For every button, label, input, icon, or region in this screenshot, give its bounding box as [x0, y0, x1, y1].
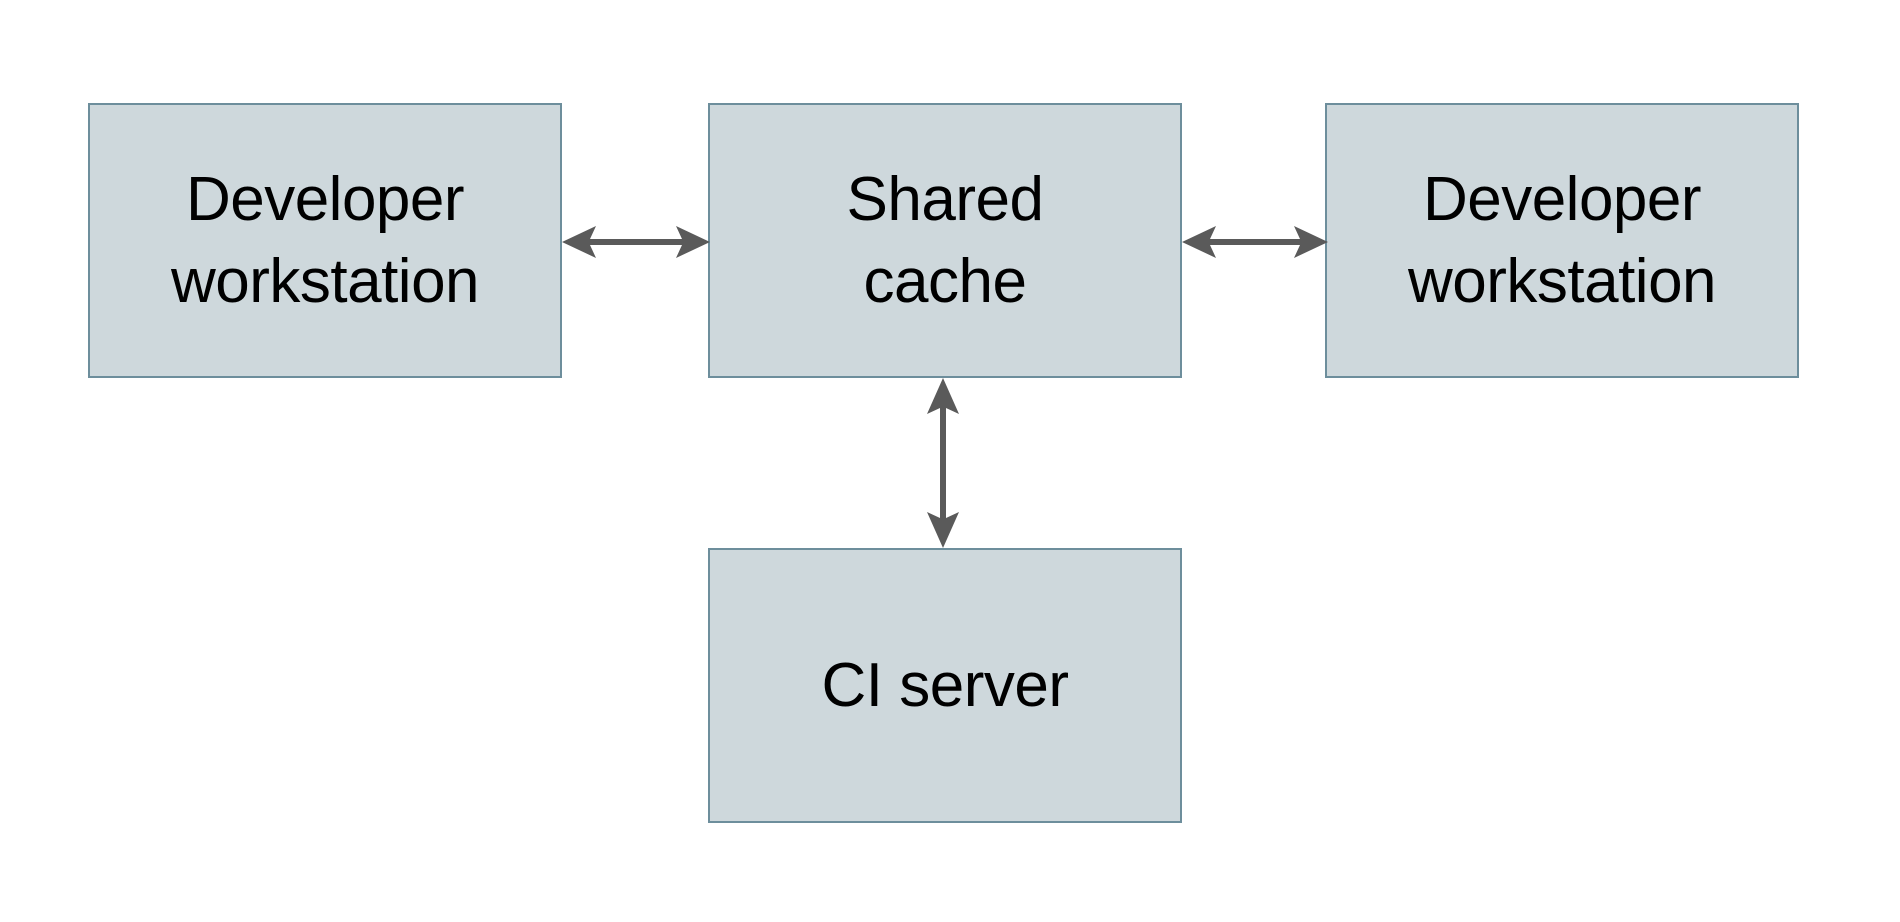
node-label: Developer workstation	[1407, 164, 1717, 316]
node-shared-cache[interactable]: Shared cache	[708, 103, 1182, 378]
node-ci-server[interactable]: CI server	[708, 548, 1182, 823]
node-label: CI server	[821, 650, 1069, 720]
connector-left-workstation-to-shared-cache[interactable]	[560, 216, 712, 268]
double-arrow-icon	[1182, 226, 1328, 258]
connector-shared-cache-to-right-workstation[interactable]	[1180, 216, 1330, 268]
connector-shared-cache-to-ci-server[interactable]	[917, 376, 969, 550]
node-label: Shared cache	[846, 164, 1044, 316]
double-arrow-icon	[927, 378, 959, 548]
node-developer-workstation-right[interactable]: Developer workstation	[1325, 103, 1799, 378]
node-developer-workstation-left[interactable]: Developer workstation	[88, 103, 562, 378]
double-arrow-icon	[562, 226, 710, 258]
node-label: Developer workstation	[170, 164, 480, 316]
